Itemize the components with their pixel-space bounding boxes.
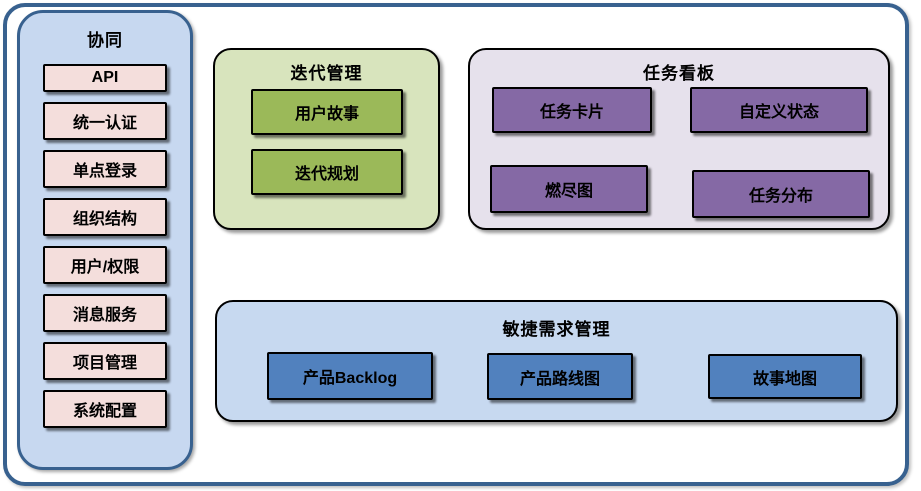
- sidebar-title: 协同: [87, 31, 123, 50]
- sidebar-item-message-service: 消息服务: [43, 294, 167, 332]
- feature-task-card: 任务卡片: [492, 87, 652, 133]
- sidebar-item-org-structure: 组织结构: [43, 198, 167, 236]
- feature-burndown-chart: 燃尽图: [490, 165, 648, 213]
- sidebar-item-list: API 统一认证 单点登录 组织结构 用户/权限 消息服务 项目管理 系统配置: [43, 64, 167, 428]
- group-title: 任务看板: [643, 64, 715, 83]
- feature-story-map: 故事地图: [708, 354, 862, 399]
- feature-user-story: 用户故事: [251, 89, 403, 135]
- sidebar-item-system-config: 系统配置: [43, 390, 167, 428]
- sidebar-panel: 协同 API 统一认证 单点登录 组织结构 用户/权限 消息服务 项目管理 系统…: [17, 10, 193, 470]
- group-iteration-management: 迭代管理 用户故事 迭代规划: [213, 48, 440, 230]
- feature-iteration-planning: 迭代规划: [251, 149, 403, 195]
- sidebar-item-project-management: 项目管理: [43, 342, 167, 380]
- sidebar-item-user-permission: 用户/权限: [43, 246, 167, 284]
- feature-custom-status: 自定义状态: [690, 87, 868, 133]
- sidebar-item-sso: 单点登录: [43, 150, 167, 188]
- feature-product-backlog: 产品Backlog: [267, 352, 433, 400]
- sidebar-item-unified-auth: 统一认证: [43, 102, 167, 140]
- group-agile-requirement-management: 敏捷需求管理 产品Backlog 产品路线图 故事地图: [215, 300, 898, 422]
- group-task-kanban: 任务看板 任务卡片 自定义状态 燃尽图 任务分布: [468, 48, 890, 230]
- sidebar-item-api: API: [43, 64, 167, 92]
- group-title: 敏捷需求管理: [502, 320, 611, 339]
- feature-task-distribution: 任务分布: [692, 170, 870, 218]
- group-title: 迭代管理: [290, 64, 363, 83]
- feature-product-roadmap: 产品路线图: [487, 353, 633, 400]
